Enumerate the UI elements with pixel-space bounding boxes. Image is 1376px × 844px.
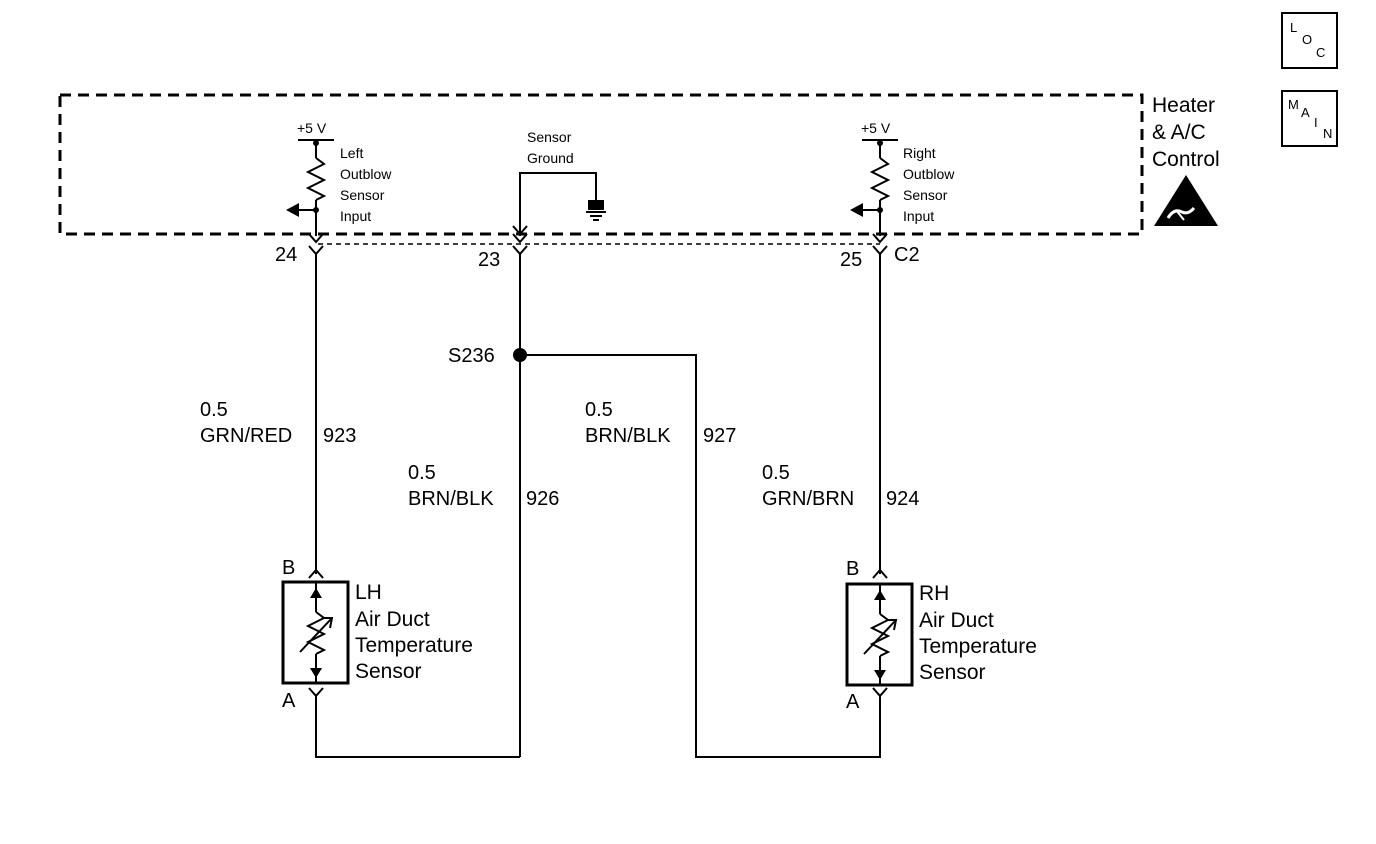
left-input-label-line4: Input: [340, 208, 371, 224]
wire-924-circuit: 924: [886, 488, 919, 510]
wire-924-size: 0.5: [762, 462, 790, 484]
pin-23-terminal: [512, 245, 528, 256]
lh-pin-a-label: A: [282, 690, 296, 712]
loc-button[interactable]: L O C: [1281, 12, 1338, 69]
module-label-line1: Heater: [1152, 94, 1215, 117]
pin-25-terminal: [872, 245, 888, 256]
left-outblow-input-circuit: [286, 139, 334, 244]
left-input-label-line2: Outblow: [340, 166, 392, 182]
module-label-line2: & A/C: [1152, 121, 1206, 144]
sensor-ground-label-line1: Sensor: [527, 129, 572, 145]
wire-923-circuit: 923: [323, 425, 356, 447]
rh-sensor-label-line4: Sensor: [919, 661, 986, 684]
left-input-label-line1: Left: [340, 145, 363, 161]
lh-sensor-label-line3: Temperature: [355, 634, 473, 657]
wire-923-size: 0.5: [200, 399, 228, 421]
wire-927-size: 0.5: [585, 399, 613, 421]
right-input-label-line3: Sensor: [903, 187, 948, 203]
lh-sensor-symbol: [281, 568, 350, 698]
module-boundary: [58, 93, 1144, 236]
right-input-label-line4: Input: [903, 208, 934, 224]
splice-label: S236: [448, 345, 495, 367]
esd-warning-icon: [1154, 175, 1218, 226]
wire-927-color: BRN/BLK: [585, 425, 671, 447]
lh-sensor-label-line2: Air Duct: [355, 608, 430, 631]
wire-926-size: 0.5: [408, 462, 436, 484]
main-letter-a: A: [1301, 105, 1310, 120]
wire-927: [520, 354, 881, 758]
wire-926-color: BRN/BLK: [408, 488, 494, 510]
loc-letter-c: C: [1316, 45, 1326, 60]
wire-926-circuit: 926: [526, 488, 559, 510]
main-letter-n: N: [1323, 126, 1333, 141]
right-outblow-input-circuit: [850, 139, 898, 244]
module-label-line3: Control: [1152, 148, 1220, 171]
wire-924-color: GRN/BRN: [762, 488, 854, 510]
pin-23-label: 23: [478, 249, 500, 271]
sensor-ground-circuit: [512, 172, 606, 244]
right-input-label-line2: Outblow: [903, 166, 955, 182]
lh-pin-b-label: B: [282, 557, 295, 579]
rh-sensor-label-line1: RH: [919, 582, 949, 605]
wire-lh-ground-return: [315, 694, 520, 758]
right-input-label-line1: Right: [903, 145, 936, 161]
pin-24-label: 24: [275, 244, 297, 266]
rh-sensor-label-line2: Air Duct: [919, 609, 994, 632]
loc-letter-o: O: [1302, 32, 1313, 47]
main-button[interactable]: M A I N: [1281, 90, 1338, 147]
lh-sensor-label-line4: Sensor: [355, 660, 422, 683]
left-input-label-line3: Sensor: [340, 187, 385, 203]
connector-c2-label: C2: [894, 244, 920, 266]
left-voltage-label: +5 V: [297, 120, 327, 136]
rh-sensor-label-line3: Temperature: [919, 635, 1037, 658]
loc-letter-l: L: [1290, 20, 1298, 35]
pin-24-terminal: [308, 245, 324, 256]
rh-pin-a-label: A: [846, 691, 860, 713]
wire-927-circuit: 927: [703, 425, 736, 447]
rh-sensor-symbol: [845, 568, 914, 698]
main-letter-i: I: [1314, 115, 1318, 130]
right-voltage-label: +5 V: [861, 120, 891, 136]
wire-923-color: GRN/RED: [200, 425, 292, 447]
rh-pin-b-label: B: [846, 558, 859, 580]
main-letter-m: M: [1288, 97, 1299, 112]
lh-sensor-label-line1: LH: [355, 581, 382, 604]
sensor-ground-label-line2: Ground: [527, 150, 574, 166]
pin-25-label: 25: [840, 249, 862, 271]
splice-s236: [513, 348, 527, 362]
